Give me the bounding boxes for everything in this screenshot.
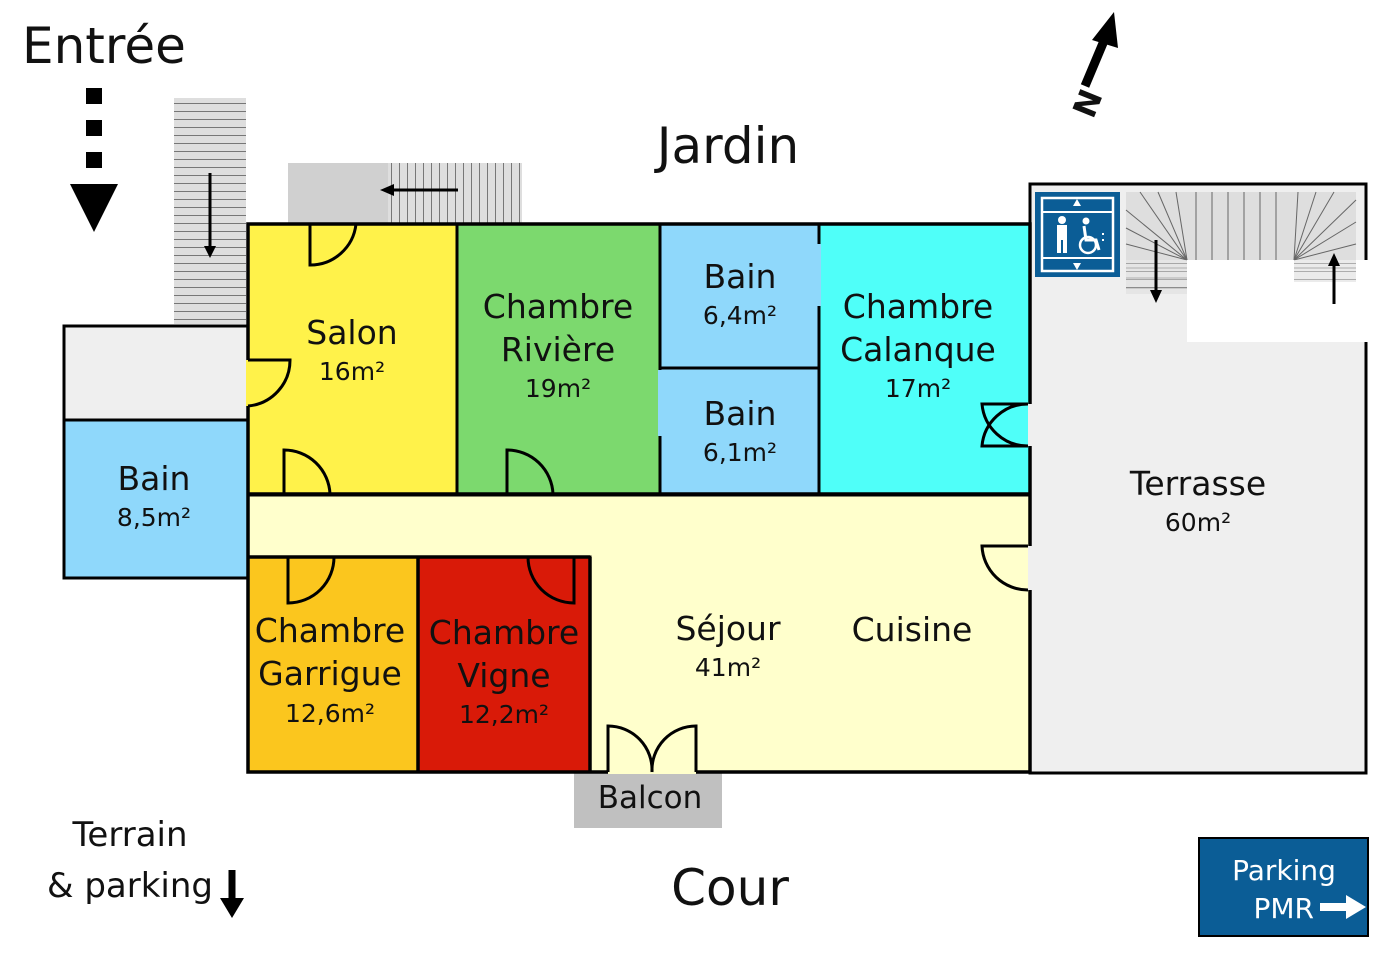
balcon-label: Balcon <box>598 780 703 816</box>
stairs-icon <box>1125 191 1357 304</box>
balcony <box>574 772 722 828</box>
left-annex <box>62 324 250 422</box>
garrigue-name-line1: Chambre <box>255 611 405 650</box>
parking-pmr-line1: Parking <box>1232 854 1336 887</box>
room-bain-top <box>658 222 821 370</box>
parking-pmr-sign: Parking PMR <box>1198 837 1369 937</box>
calanque-area: 17m² <box>885 374 951 403</box>
riviere-name-line1: Chambre <box>483 287 633 326</box>
door-swings <box>247 223 1029 773</box>
riviere-area: 19m² <box>525 374 591 403</box>
cour-label: Cour <box>671 859 789 917</box>
accessible-elevator-icon <box>1035 192 1120 277</box>
room-bain-left <box>62 418 250 580</box>
jardin-label: Jardin <box>654 117 799 175</box>
vigne-name-line1: Chambre <box>429 613 579 652</box>
down-arrow-icon <box>220 870 244 918</box>
north-arrow-icon: N <box>1065 12 1118 123</box>
bain-mid-name: Bain <box>704 394 777 433</box>
bain-mid-area: 6,1m² <box>703 438 777 467</box>
garden-stairs <box>288 163 522 223</box>
salon-name: Salon <box>306 313 397 352</box>
terrain-label-line1: Terrain <box>71 815 187 855</box>
vigne-name-line2: Vigne <box>457 656 550 695</box>
down-arrow-icon <box>204 173 216 258</box>
entrance-arrow-icon <box>70 88 118 232</box>
sejour-name: Séjour <box>675 609 781 648</box>
cuisine-name: Cuisine <box>852 610 973 649</box>
terrasse-name: Terrasse <box>1129 464 1266 503</box>
calanque-name-line2: Calanque <box>840 330 996 369</box>
salon-area: 16m² <box>319 357 385 386</box>
right-arrow-icon <box>1320 895 1366 919</box>
down-arrow-icon <box>1150 240 1162 303</box>
bain-left-area: 8,5m² <box>117 503 191 532</box>
room-calanque <box>817 222 1032 497</box>
garrigue-name-line2: Garrigue <box>258 654 402 693</box>
garrigue-area: 12,6m² <box>285 699 375 728</box>
room-riviere <box>455 222 662 497</box>
bain-top-name: Bain <box>704 257 777 296</box>
entree-label: Entrée <box>22 17 186 75</box>
bain-top-area: 6,4m² <box>703 301 777 330</box>
bain-left-name: Bain <box>118 459 191 498</box>
north-label: N <box>1065 84 1110 123</box>
terrain-label-line2: & parking <box>47 866 213 906</box>
vigne-area: 12,2m² <box>459 700 549 729</box>
entrance-stairs <box>174 98 246 324</box>
terrasse-area: 60m² <box>1165 508 1231 537</box>
left-arrow-icon <box>380 184 458 196</box>
up-arrow-icon <box>1328 253 1340 304</box>
calanque-name-line1: Chambre <box>843 287 993 326</box>
riviere-name-line2: Rivière <box>501 330 615 369</box>
parking-pmr-line2: PMR <box>1254 892 1315 925</box>
sejour-area: 41m² <box>695 653 761 682</box>
